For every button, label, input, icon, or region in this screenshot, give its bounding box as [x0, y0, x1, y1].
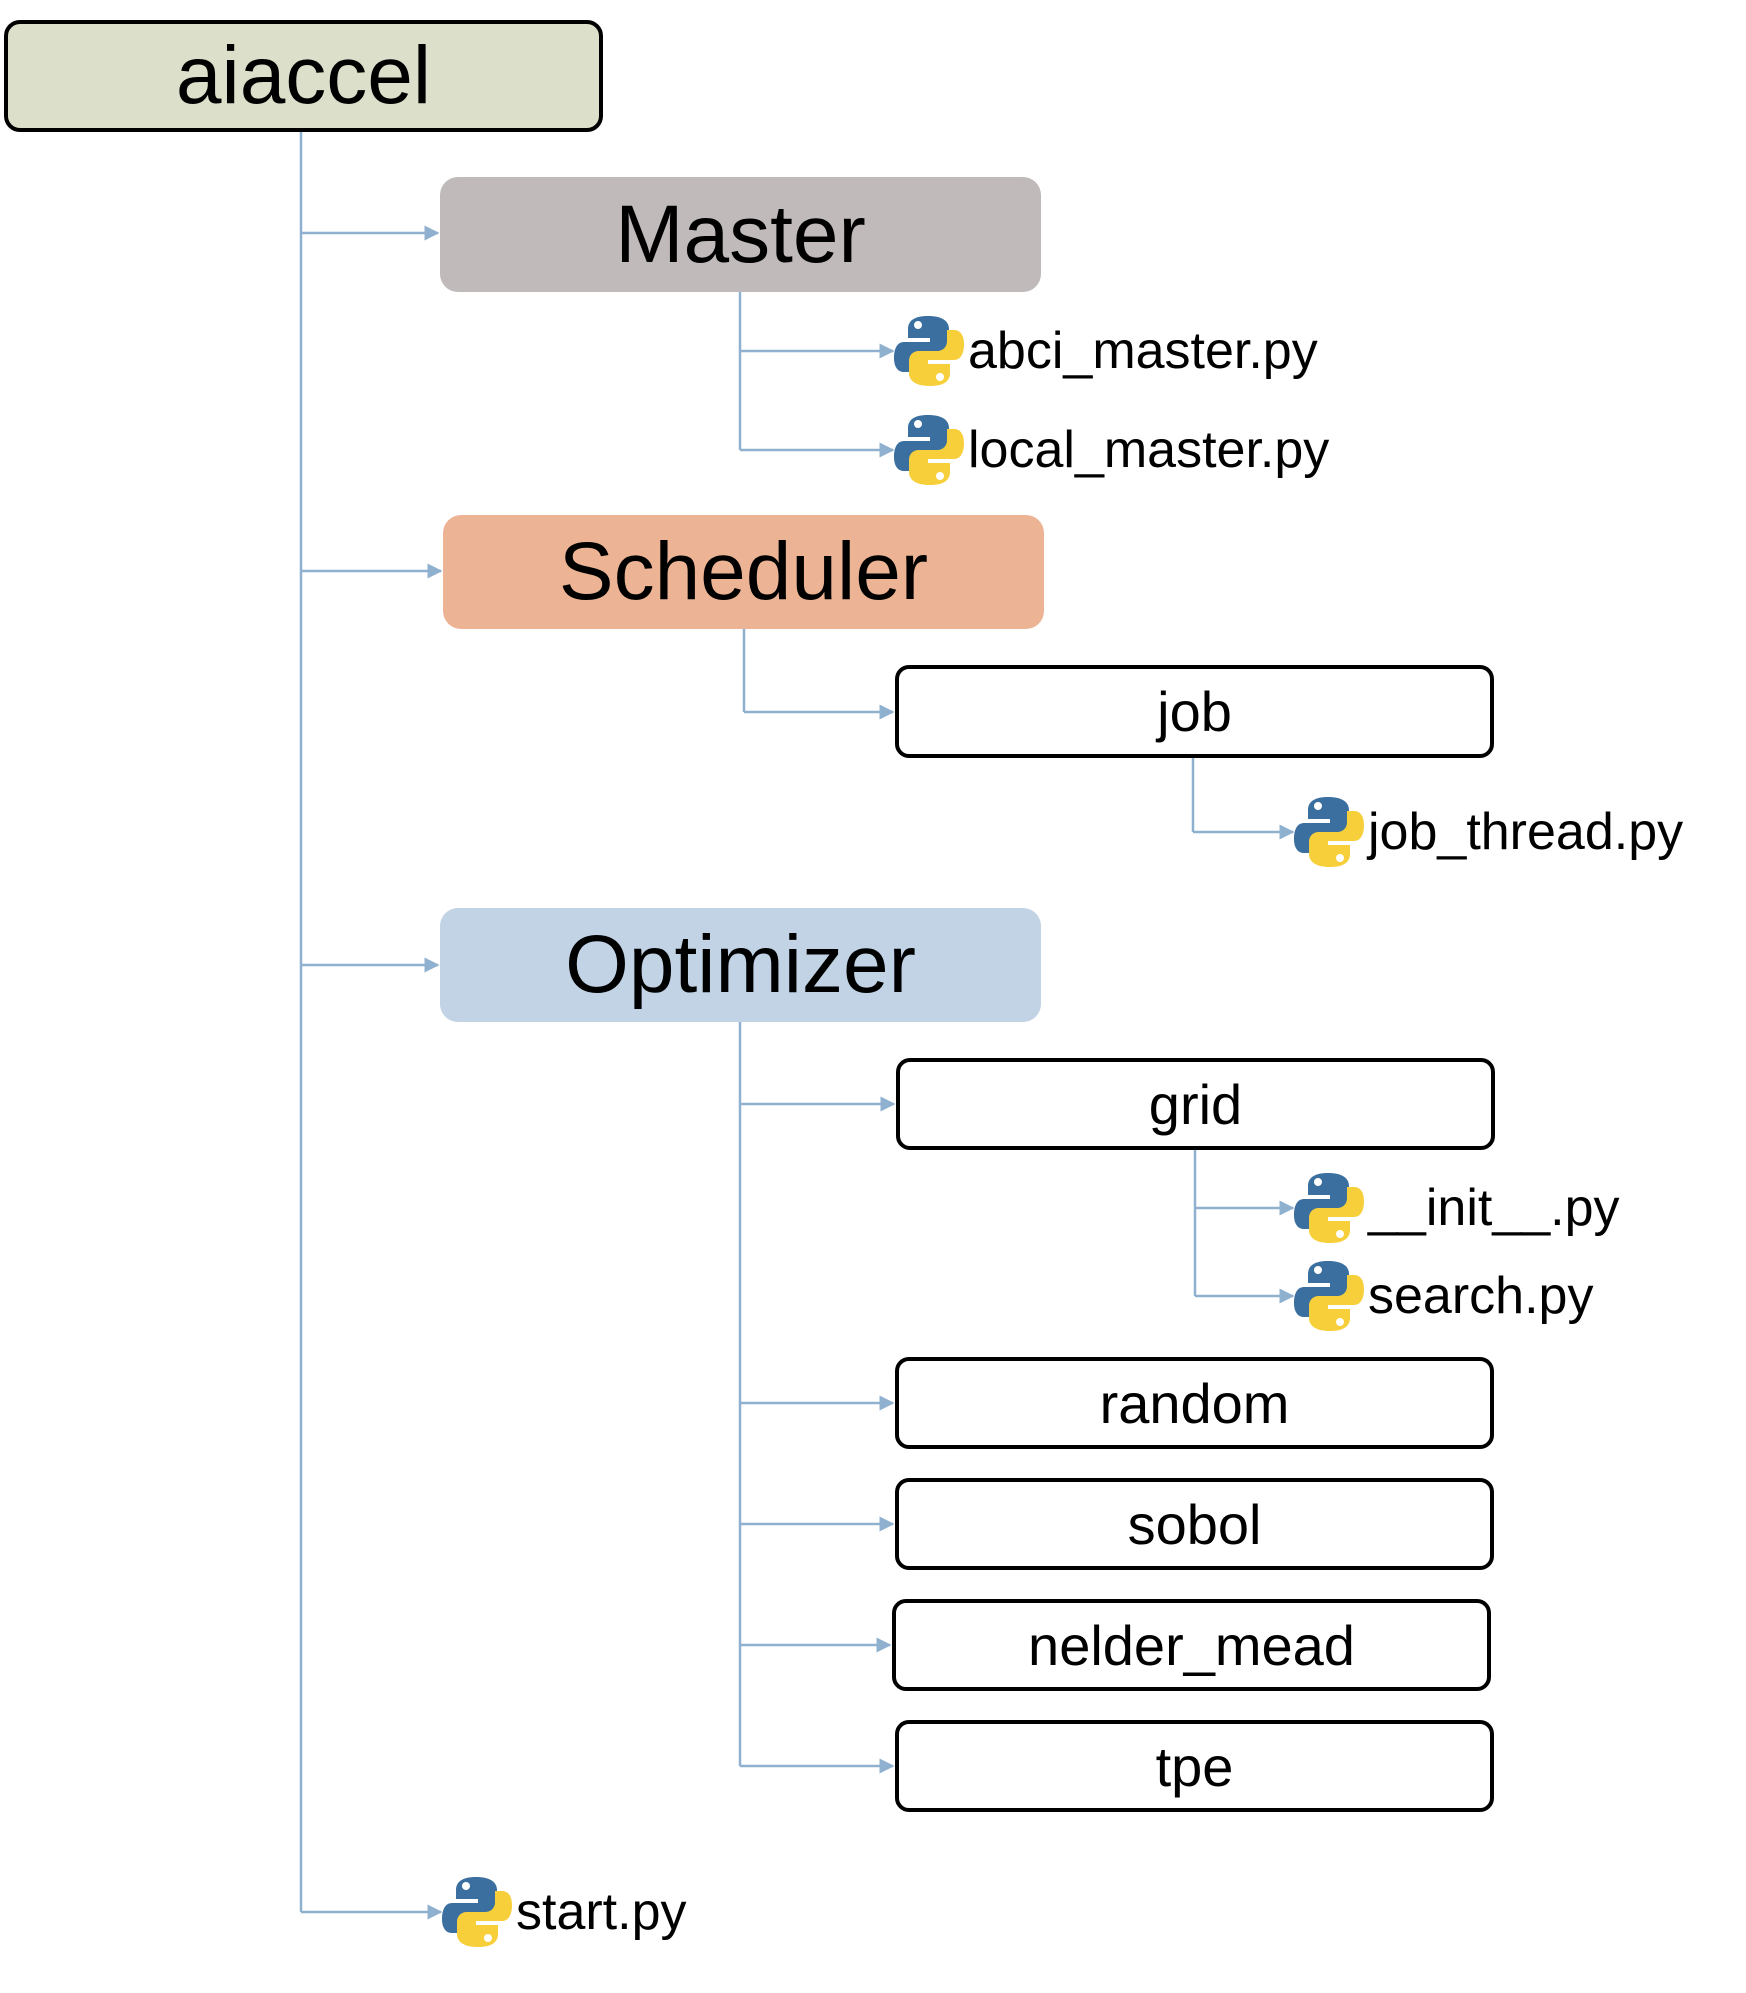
python-icon [442, 1877, 512, 1947]
file-grid-init: __init__.py [1294, 1168, 1620, 1248]
file-grid-search-label: search.py [1368, 1267, 1594, 1325]
node-sobol: sobol [895, 1478, 1494, 1570]
node-tpe-label: tpe [1155, 1734, 1234, 1798]
node-optimizer-label: Optimizer [565, 919, 916, 1010]
node-master: Master [440, 177, 1041, 292]
node-random: random [895, 1357, 1494, 1449]
file-local-master: local_master.py [894, 410, 1329, 490]
node-grid: grid [896, 1058, 1495, 1150]
node-aiaccel: aiaccel [4, 20, 603, 132]
python-icon [1294, 1173, 1364, 1243]
node-tpe: tpe [895, 1720, 1494, 1812]
node-job-label: job [1157, 680, 1232, 743]
python-icon [1294, 1261, 1364, 1331]
file-start-label: start.py [516, 1883, 687, 1941]
node-scheduler-label: Scheduler [558, 526, 929, 617]
node-scheduler: Scheduler [443, 515, 1044, 629]
file-job-thread: job_thread.py [1294, 792, 1683, 872]
node-optimizer: Optimizer [440, 908, 1041, 1022]
file-abci-master-label: abci_master.py [968, 322, 1318, 380]
python-icon [894, 415, 964, 485]
node-random-label: random [1099, 1371, 1290, 1435]
node-sobol-label: sobol [1127, 1492, 1262, 1556]
node-nelder-mead: nelder_mead [892, 1599, 1491, 1691]
python-icon [1294, 797, 1364, 867]
node-aiaccel-label: aiaccel [175, 30, 432, 121]
python-icon [894, 316, 964, 386]
file-grid-init-label: __init__.py [1368, 1179, 1620, 1237]
file-abci-master: abci_master.py [894, 311, 1318, 391]
file-job-thread-label: job_thread.py [1368, 803, 1684, 861]
node-nelder-mead-label: nelder_mead [1028, 1613, 1355, 1677]
node-grid-label: grid [1148, 1072, 1243, 1136]
file-start: start.py [442, 1872, 687, 1952]
file-local-master-label: local_master.py [968, 421, 1330, 479]
node-master-label: Master [615, 188, 866, 280]
node-job: job [895, 665, 1494, 758]
file-grid-search: search.py [1294, 1256, 1593, 1336]
